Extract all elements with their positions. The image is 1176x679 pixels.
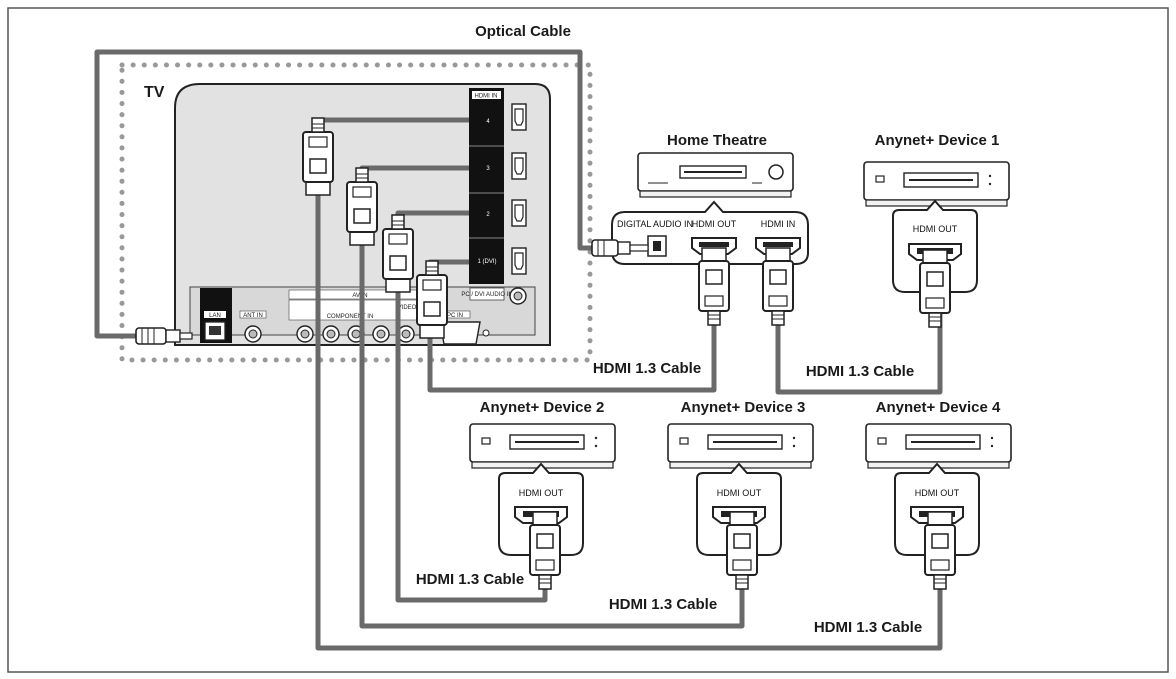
- ht-hdmi-out-label: HDMI OUT: [692, 219, 737, 229]
- tv-hdmi-in-strip: HDMI IN 4 3 2 1 (DVI): [469, 88, 504, 284]
- tv-component-in-label: COMPONENT IN: [327, 314, 374, 320]
- optical-plug-ht: [591, 239, 649, 257]
- anynet-device-2-hdmi-out-label: HDMI OUT: [519, 488, 564, 498]
- anynet-device-3-label: Anynet+ Device 3: [681, 399, 806, 416]
- tv-boundary: [119, 62, 593, 363]
- ht-digital-audio-in-label: DIGITAL AUDIO IN: [617, 219, 693, 229]
- anynet-device-1-label: Anynet+ Device 1: [875, 132, 1000, 149]
- tv-lan-port: LAN: [200, 288, 232, 343]
- tv-hdmi-3-label: 3: [486, 166, 490, 172]
- tv-hdmi-2-label: 2: [486, 212, 490, 218]
- hdmi-cable-label-device-2: HDMI 1.3 Cable: [416, 571, 524, 588]
- cables: [94, 49, 943, 651]
- tv-pc-in-label: PC IN: [447, 313, 463, 319]
- hdmi-cable-label-device-3: HDMI 1.3 Cable: [609, 596, 717, 613]
- optical-plug-tv: [135, 327, 193, 345]
- anynet-device-1-hdmi-out-label: HDMI OUT: [913, 224, 958, 234]
- home-theatre-label: Home Theatre: [667, 132, 767, 149]
- ht-hdmi-in-label: HDMI IN: [761, 219, 796, 229]
- anynet-device-3: [667, 423, 814, 469]
- anynet-device-4-label: Anynet+ Device 4: [876, 399, 1001, 416]
- tv-hdmi-1-label: 1 (DVI): [477, 259, 496, 265]
- anynet-device-2-label: Anynet+ Device 2: [480, 399, 605, 416]
- tv-hdmi-in-label: HDMI IN: [475, 94, 498, 100]
- tv-pc-dvi-audio-in: PC / DVI AUDIO IN: [461, 287, 527, 305]
- hdmi-cable-label-ht: HDMI 1.3 Cable: [593, 360, 701, 377]
- tv-pc-dvi-audio-label: PC / DVI AUDIO IN: [461, 292, 512, 298]
- tv-lan-label: LAN: [209, 313, 221, 319]
- optical-cable-label: Optical Cable: [475, 23, 571, 40]
- anynet-device-2: [469, 423, 616, 469]
- tv-label: TV: [144, 84, 165, 101]
- tv-ant-in: ANT IN: [239, 310, 267, 343]
- tv-hdmi-4-label: 4: [486, 119, 490, 125]
- tv-ant-in-label: ANT IN: [243, 313, 263, 319]
- hdmi-cable-label-device-4: HDMI 1.3 Cable: [814, 619, 922, 636]
- tv-video-label: VIDEO: [398, 305, 417, 311]
- home-theatre: [637, 152, 794, 198]
- anynet-device-4-hdmi-out-label: HDMI OUT: [915, 488, 960, 498]
- hdmi-cable-label-device-1: HDMI 1.3 Cable: [806, 363, 914, 380]
- anynet-device-1: [863, 161, 1010, 207]
- anynet-device-3-hdmi-out-label: HDMI OUT: [717, 488, 762, 498]
- anynet-device-4: [865, 423, 1012, 469]
